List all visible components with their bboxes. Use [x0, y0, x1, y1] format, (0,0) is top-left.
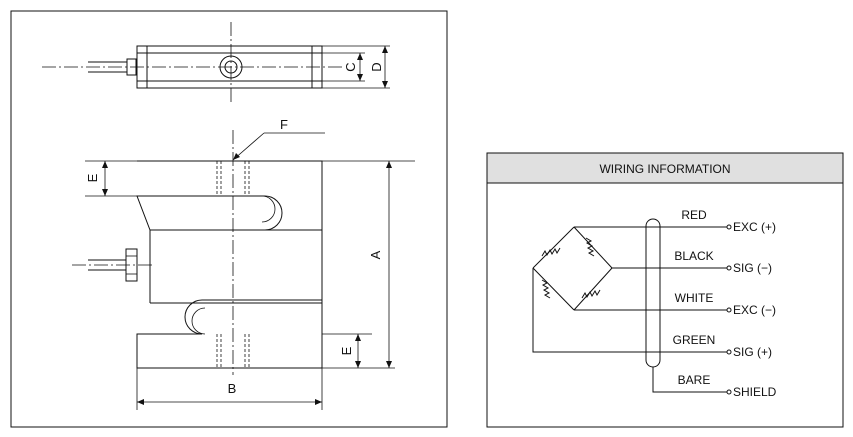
dimension-drawing-frame: [10, 10, 448, 428]
wiring-title: WIRING INFORMATION: [599, 162, 730, 176]
wire-color-bare: BARE: [678, 373, 711, 387]
dimension-d-label: D: [369, 62, 384, 71]
dimension-e-top-label: E: [85, 173, 100, 182]
top-view: [42, 22, 390, 105]
dimension-a-label: A: [368, 250, 383, 259]
wiring-header: [486, 152, 844, 184]
dimension-f-label: F: [280, 117, 288, 132]
wire-color-red: RED: [681, 208, 707, 222]
wire-color-black: BLACK: [674, 249, 713, 263]
dimension-c-label: C: [343, 62, 358, 71]
wire-signal-sig-minus: SIG (−): [733, 261, 772, 275]
dimension-b-label: B: [228, 381, 237, 396]
wiring-panel-frame: [486, 152, 844, 428]
wheatstone-bridge-diagram: [532, 218, 732, 395]
dimension-e-bottom-label: E: [339, 346, 354, 355]
wire-color-green: GREEN: [673, 333, 716, 347]
wire-color-white: WHITE: [675, 291, 714, 305]
wire-signal-shield: SHIELD: [733, 385, 777, 399]
wire-signal-exc-minus: EXC (−): [733, 303, 776, 317]
wire-signal-exc-plus: EXC (+): [733, 220, 776, 234]
wire-signal-sig-plus: SIG (+): [733, 345, 772, 359]
front-view: [72, 130, 415, 410]
